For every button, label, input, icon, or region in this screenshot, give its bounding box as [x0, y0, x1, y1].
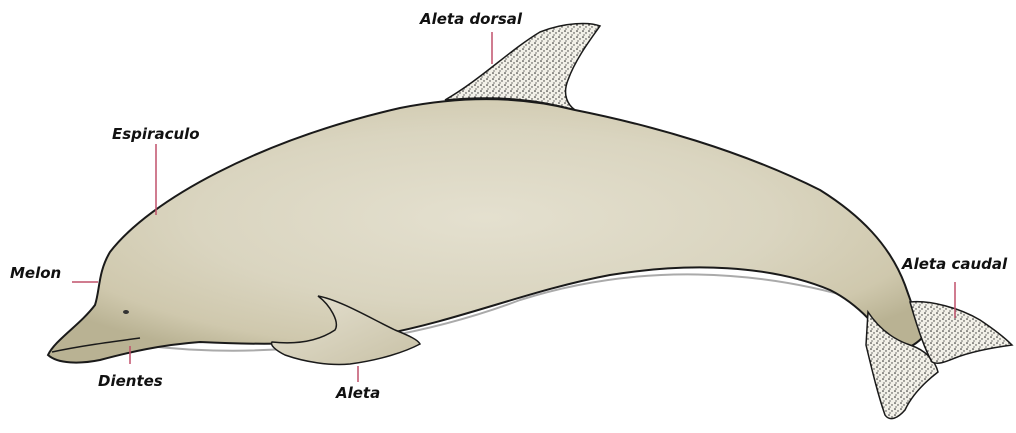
label-espiraculo: Espiraculo [112, 125, 200, 143]
eye [123, 310, 129, 314]
label-dientes: Dientes [98, 372, 163, 390]
label-melon: Melon [10, 264, 61, 282]
label-aleta-caudal: Aleta caudal [902, 255, 1007, 273]
label-aleta-dorsal: Aleta dorsal [420, 10, 522, 28]
dorsal-fin-shape [445, 24, 600, 110]
label-aleta: Aleta [336, 384, 380, 402]
